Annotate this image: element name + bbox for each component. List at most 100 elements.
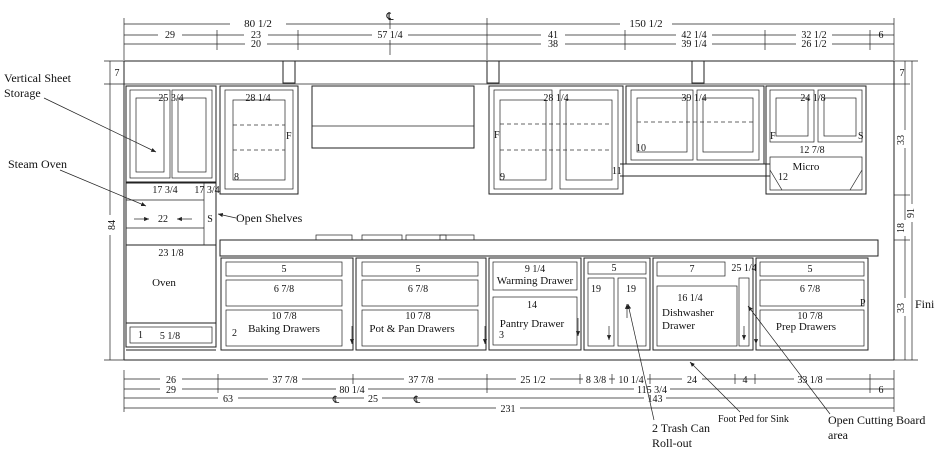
- callouts: Vertical Sheet Storage Steam Oven Open S…: [4, 71, 925, 450]
- pantry-label: Pantry Drawer: [500, 318, 565, 330]
- upper-cabinet-2: 28 1/4 F 8: [219, 85, 299, 195]
- callout-foot-ped: Foot Ped for Sink: [718, 414, 789, 425]
- dim-top-6: 6: [879, 30, 884, 41]
- trash-r: 19: [626, 284, 636, 295]
- dim-bot-63: 63: [223, 394, 233, 405]
- upper-c2-dim: 28 1/4: [245, 93, 270, 104]
- upper-cabinet-5: 24 1/8 F S 12 7/8 Micro 12: [765, 85, 867, 195]
- callout-vertical-sheet-2: Storage: [4, 86, 41, 100]
- dim-top-29: 29: [165, 30, 175, 41]
- dim-bot-115: 115 3/4: [637, 385, 667, 396]
- upper-c4-dim: 39 1/4: [681, 93, 706, 104]
- dw-w: 16 1/4: [677, 293, 702, 304]
- baking-label: Baking Drawers: [248, 323, 320, 335]
- dim-right-7: 7: [900, 68, 905, 79]
- potpan-label: Pot & Pan Drawers: [369, 323, 454, 335]
- dim-top-23: 23: [251, 30, 261, 41]
- tall-s: S: [207, 214, 213, 225]
- baking-d3: 10 7/8: [271, 311, 296, 322]
- prep-d3: 10 7/8: [797, 311, 822, 322]
- dim-bot-29: 29: [166, 385, 176, 396]
- base-baking: 5 6 7/8 10 7/8 Baking Drawers 2: [220, 257, 355, 351]
- tall-base: 5 1/8: [160, 331, 180, 342]
- upper-cabinet-4: 39 1/4 10: [620, 85, 770, 177]
- tall-oven-w: 23 1/8: [158, 248, 183, 259]
- countertop: [219, 234, 879, 257]
- upper-n12: 12: [778, 172, 788, 183]
- upper-f2: F: [494, 130, 500, 141]
- callout-finish: Fini: [915, 297, 935, 311]
- potpan-d1: 5: [416, 264, 421, 275]
- callout-vertical-sheet-1: Vertical Sheet: [4, 71, 72, 85]
- tall-w22: 22: [158, 214, 168, 225]
- callout-steam-oven: Steam Oven: [8, 157, 67, 171]
- baking-d1: 5: [282, 264, 287, 275]
- dw-top: 7: [690, 264, 695, 275]
- dim-bot-25: 25 1/2: [520, 375, 545, 386]
- dim-bot-4: 4: [743, 375, 748, 386]
- dim-bot-143: 143: [648, 394, 663, 405]
- dim-top-26: 26 1/2: [801, 39, 826, 50]
- tall-w1: 17 3/4: [152, 185, 177, 196]
- dim-bot-33: 33 1/8: [797, 375, 822, 386]
- left-dimensions: 7 84: [103, 60, 124, 361]
- prep-d2: 6 7/8: [800, 284, 820, 295]
- upper-c1-dim: 25 3/4: [158, 93, 183, 104]
- callout-trash-2: Roll-out: [652, 436, 693, 450]
- dim-bot-8: 8 3/8: [586, 375, 606, 386]
- trash-l: 19: [591, 284, 601, 295]
- dim-bot-231: 231: [501, 404, 516, 415]
- dim-bot-6: 6: [879, 385, 884, 396]
- cut-w: 25 1/4: [731, 263, 756, 274]
- dim-bot-37a: 37 7/8: [272, 375, 297, 386]
- dim-bot-24: 24: [687, 375, 697, 386]
- callout-cutting-2: area: [828, 428, 849, 442]
- dim-left-7: 7: [115, 68, 120, 79]
- dim-top-overall-right: 150 1/2: [629, 18, 662, 30]
- tall-n2: 2: [232, 328, 237, 339]
- centerline-bottom-1: ℄: [332, 395, 340, 406]
- base-trash: 5 19 19: [583, 257, 651, 351]
- upper-n8: 8: [234, 172, 239, 183]
- tall-cabinet: 25 3/4 17 3/4 17 3/4 22 S 23 1/8 Oven 1 …: [125, 85, 220, 351]
- dim-right-33-upper: 33: [896, 135, 907, 145]
- callout-open-shelves: Open Shelves: [236, 211, 303, 225]
- upper-c3-dim: 28 1/4: [543, 93, 568, 104]
- dim-top-overall-left: 80 1/2: [244, 18, 272, 30]
- prep-p: P: [860, 298, 866, 309]
- dim-top-39: 39 1/4: [681, 39, 706, 50]
- callout-trash-1: 2 Trash Can: [652, 421, 710, 435]
- base-potpan: 5 6 7/8 10 7/8 Pot & Pan Drawers: [355, 257, 488, 351]
- upper-f1: F: [286, 131, 292, 142]
- dim-left-84: 84: [107, 220, 118, 230]
- tall-n1: 1: [138, 330, 143, 341]
- trash-top: 5: [612, 263, 617, 274]
- right-dimensions: 7 33 18 91 33 Fini: [894, 60, 935, 361]
- dim-right-33-lower: 33: [896, 303, 907, 313]
- prep-label: Prep Drawers: [776, 321, 836, 333]
- dim-bot-80: 80 1/4: [339, 385, 364, 396]
- micro-depth: 12 7/8: [799, 145, 824, 156]
- pantry-n3: 3: [499, 330, 504, 341]
- potpan-d2: 6 7/8: [408, 284, 428, 295]
- top-dimensions: ℄ 80 1/2 150 1/2 29 23 57 1/4 41 42 1/4 …: [123, 11, 895, 60]
- dim-bot-25b: 25: [368, 394, 378, 405]
- base-warming-pantry: 9 1/4 Warming Drawer 14 Pantry Drawer 3: [488, 257, 582, 351]
- upper-n9: 9: [500, 172, 505, 183]
- dim-top-38: 38: [548, 39, 558, 50]
- upper-f3: F: [770, 131, 776, 142]
- callout-cutting-1: Open Cutting Board: [828, 413, 925, 427]
- dim-bot-37b: 37 7/8: [408, 375, 433, 386]
- dim-top-32: 32 1/2: [801, 30, 826, 41]
- upper-n10: 10: [636, 143, 646, 154]
- bottom-dimensions: 26 37 7/8 37 7/8 25 1/2 8 3/8 10 1/4 24 …: [123, 370, 895, 415]
- range-hood: [311, 85, 475, 149]
- dim-top-20: 20: [251, 39, 261, 50]
- dim-top-41: 41: [548, 30, 558, 41]
- dim-top-57: 57 1/4: [377, 30, 402, 41]
- warming-w: 9 1/4: [525, 264, 545, 275]
- upper-cabinet-3: 28 1/4 F 9 11: [488, 85, 624, 195]
